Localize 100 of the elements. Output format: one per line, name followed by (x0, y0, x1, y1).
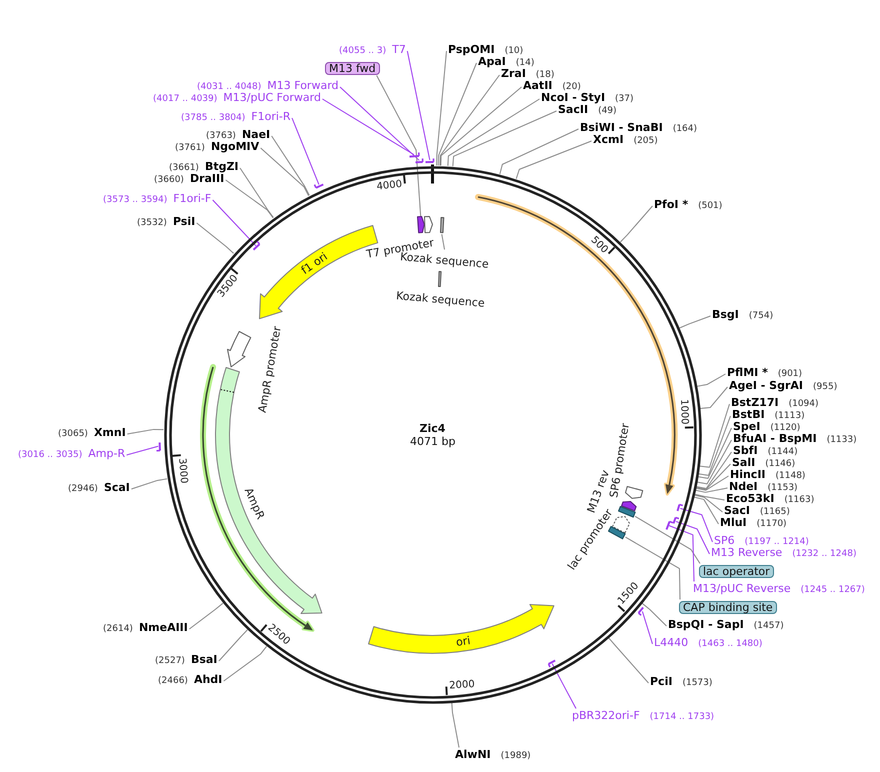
leader-line (440, 86, 522, 166)
leader-line (406, 50, 430, 160)
primer-binding-range: (1463 .. 1480) (698, 638, 762, 650)
primer-binding-range: (4017 .. 4039) (153, 92, 218, 104)
primer-name: pBR322ori-F (572, 710, 640, 722)
cut-site-position: (3763) (206, 130, 236, 142)
primer-name: M13/pUC Forward (223, 92, 321, 104)
cut-site-position: (1113) (774, 410, 805, 422)
leader-line (696, 452, 732, 489)
cut-site-position: (1153) (768, 482, 798, 494)
cut-site-position: (2614) (103, 622, 133, 634)
cut-site-position: (1120) (770, 422, 800, 434)
leader-line (447, 98, 540, 166)
primer-binding-range: (1197 .. 1214) (744, 536, 809, 548)
leader-line (451, 702, 460, 748)
enzyme-name: ZraI (501, 68, 526, 80)
cut-site-position: (955) (813, 380, 838, 392)
cut-site-position: (20) (562, 80, 581, 92)
tick-label: 2000 (449, 679, 475, 692)
leader-line (608, 637, 649, 684)
cut-site-position: (1165) (760, 506, 790, 518)
enzyme-name: SbfI (733, 444, 758, 456)
enzyme-name: BtgZI (204, 160, 239, 172)
cut-site-position: (1144) (768, 446, 798, 458)
leader-line (223, 646, 268, 682)
enzyme-name: PflMI * (727, 366, 768, 378)
leader-line (680, 508, 713, 542)
feature-label: f1 ori (299, 250, 330, 277)
enzyme-name: Eco53kI (726, 492, 774, 504)
enzyme-name: PspOMI (448, 44, 495, 56)
cut-site-position: (2466) (158, 674, 188, 686)
feature-block (439, 216, 446, 234)
leader-line (679, 316, 711, 328)
leader-line (452, 110, 557, 167)
cut-site-position: (3065) (58, 428, 88, 440)
primer-site-mark (424, 156, 436, 164)
feature-tag: CAP binding site (679, 600, 777, 614)
tick-label: 1000 (678, 399, 690, 425)
primer-name: M13 Reverse (711, 546, 782, 558)
leader-line (292, 118, 320, 186)
cut-site-position: (1989) (500, 750, 531, 762)
cut-site-position: (164) (672, 122, 698, 134)
cut-site-position: (1146) (765, 458, 796, 470)
leader-line (260, 148, 310, 196)
enzyme-name: BstZ17I (731, 396, 779, 408)
feature-label: AmpR promoter (256, 326, 284, 414)
enzyme-name: AlwNI (455, 748, 491, 760)
enzyme-name: BsiWI - SnaBI (580, 122, 663, 134)
enzyme-name: XcmI (593, 134, 624, 146)
primer-site-mark (252, 240, 262, 252)
cut-site-position: (2946) (68, 482, 98, 494)
enzyme-name: AhdI (194, 674, 222, 686)
leader-line (675, 520, 710, 554)
feature-label: SP6 promoter (607, 422, 632, 499)
leader-line (642, 610, 653, 644)
leader-line (694, 496, 719, 524)
primer-site-mark (672, 516, 680, 526)
leader-line (436, 50, 447, 166)
primer-binding-range: (3573 .. 3594) (103, 194, 168, 206)
leader-line (696, 440, 732, 484)
leader-line (438, 62, 477, 166)
cut-site-position: (3660) (154, 174, 184, 186)
cut-site-position: (1457) (754, 620, 784, 632)
leader-line (694, 494, 725, 500)
primer-binding-range: (1245 .. 1267) (800, 584, 865, 596)
feature-block (616, 504, 637, 518)
cut-site-position: (3761) (175, 142, 205, 154)
cut-site-position: (501) (698, 200, 722, 212)
enzyme-name: BsgI (712, 308, 739, 320)
enzyme-name: HincII (730, 468, 766, 480)
cut-site-position: (49) (598, 104, 617, 116)
feature-band (416, 215, 426, 234)
leader-line (225, 180, 274, 218)
primer-binding-range: (3016 .. 3035) (18, 448, 82, 460)
primer-site-mark (546, 659, 556, 669)
enzyme-name: SalI (732, 456, 756, 468)
cut-site-position: (2527) (155, 654, 185, 666)
primer-name: M13/pUC Reverse (693, 582, 791, 594)
enzyme-name: SpeI (733, 420, 760, 432)
primer-name: T7 (392, 44, 406, 56)
enzyme-name: PfoI * (654, 198, 688, 210)
cut-site-position: (1163) (784, 494, 814, 506)
cut-site-position: (10) (504, 44, 524, 56)
enzyme-name: NdeI (729, 480, 758, 492)
primer-name: L4440 (654, 636, 688, 648)
enzyme-name: PciI (650, 676, 672, 688)
cut-site-position: (1133) (826, 434, 857, 446)
feature-label: Kozak sequence (396, 289, 486, 310)
leader-line (240, 168, 274, 218)
primer-site-mark (312, 182, 325, 190)
leader-line (126, 428, 164, 434)
enzyme-name: NaeI (242, 128, 270, 140)
enzyme-name: BstBI (732, 408, 765, 420)
leader-line (694, 494, 723, 512)
enzyme-name: ScaI (104, 482, 130, 494)
primer-site-mark (414, 156, 424, 164)
leader-line (188, 602, 224, 630)
primer-binding-range: (4055 .. 3) (339, 44, 386, 56)
leader-line (696, 464, 731, 490)
primer-site-mark (637, 606, 646, 617)
